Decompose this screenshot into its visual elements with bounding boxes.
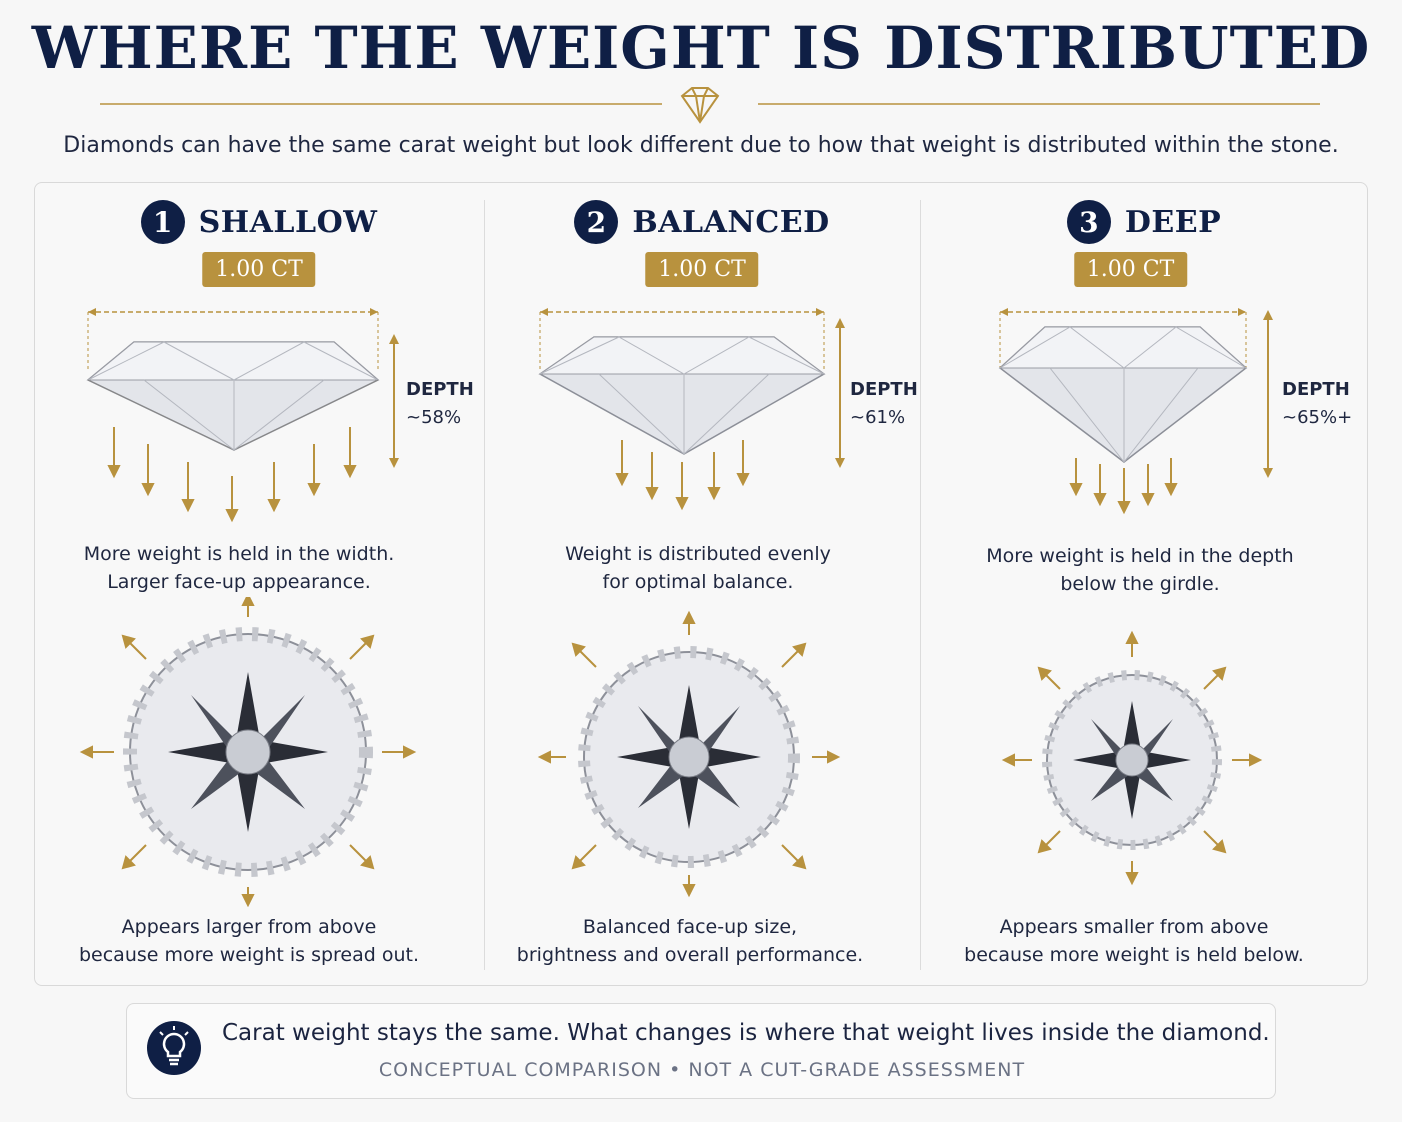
diamond-icon xyxy=(680,87,720,124)
side-caption-line: for optimal balance. xyxy=(602,571,794,593)
diamond-top-view xyxy=(1001,630,1263,886)
column-divider xyxy=(484,200,485,970)
side-caption-line: More weight is held in the width. xyxy=(83,543,395,565)
depth-value: ~65%+ xyxy=(1282,407,1353,428)
carat-badge: 1.00 CT xyxy=(645,252,759,287)
column-header: 1 SHALLOW xyxy=(34,200,484,244)
takeaway-text: Carat weight stays the same. What change… xyxy=(222,1020,1270,1046)
step-number-badge: 1 xyxy=(140,200,185,244)
column-title: BALANCED xyxy=(632,204,830,240)
diamond-side-view xyxy=(538,308,845,511)
depth-label: DEPTH xyxy=(406,379,474,400)
column-deep: 3 DEEP 1.00 CT DEPTH ~65%+ More weight i… xyxy=(920,182,1368,986)
column-header: 3 DEEP xyxy=(920,200,1368,244)
column-title: DEEP xyxy=(1124,204,1222,240)
top-caption: Appears smaller from above because more … xyxy=(910,913,1358,969)
side-caption: More weight is held in the width. Larger… xyxy=(14,540,464,596)
side-caption-line: Weight is distributed evenly xyxy=(565,543,831,565)
top-caption-line: Appears larger from above xyxy=(121,916,377,938)
column-header: 2 BALANCED xyxy=(484,200,920,244)
side-caption-line: Larger face-up appearance. xyxy=(107,571,371,593)
diamond-side-view xyxy=(86,308,399,523)
carat-badge: 1.00 CT xyxy=(202,252,316,287)
side-caption-line: More weight is held in the depth xyxy=(986,545,1294,567)
key-takeaway-box: Carat weight stays the same. What change… xyxy=(126,1003,1276,1099)
top-caption-line: Appears smaller from above xyxy=(999,916,1269,938)
depth-readout: DEPTH ~58% xyxy=(406,376,474,432)
step-number-badge: 3 xyxy=(1066,200,1111,244)
top-caption-line: because more weight is spread out. xyxy=(78,944,420,966)
column-title: SHALLOW xyxy=(198,204,378,240)
diamond-side-view xyxy=(998,308,1273,515)
side-caption: Weight is distributed evenly for optimal… xyxy=(480,540,916,596)
depth-label: DEPTH xyxy=(850,379,918,400)
diamond-top-view xyxy=(79,597,417,907)
diamond-top-view xyxy=(537,610,841,898)
top-caption: Appears larger from above because more w… xyxy=(24,913,474,969)
disclaimer-text: CONCEPTUAL COMPARISON • NOT A CUT-GRADE … xyxy=(378,1059,1026,1081)
top-caption-line: because more weight is held below. xyxy=(964,944,1304,966)
title-divider xyxy=(100,87,1320,124)
step-number-badge: 2 xyxy=(574,200,619,244)
column-divider xyxy=(920,200,921,970)
column-balanced: 2 BALANCED 1.00 CT DEPTH ~61% Weight is … xyxy=(484,182,920,986)
depth-readout: DEPTH ~65%+ xyxy=(1282,376,1352,432)
page-title: WHERE THE WEIGHT IS DISTRIBUTED xyxy=(31,14,1371,82)
depth-label: DEPTH xyxy=(1282,379,1350,400)
carat-badge: 1.00 CT xyxy=(1073,252,1188,287)
top-caption-line: brightness and overall performance. xyxy=(516,944,864,966)
top-caption: Balanced face-up size, brightness and ov… xyxy=(472,913,908,969)
subtitle: Diamonds can have the same carat weight … xyxy=(63,133,1339,158)
lightbulb-icon xyxy=(147,1021,201,1075)
side-caption-line: below the girdle. xyxy=(1060,573,1220,595)
column-shallow: 1 SHALLOW 1.00 CT DEPTH ~58% More weight… xyxy=(34,182,484,986)
side-caption: More weight is held in the depth below t… xyxy=(916,542,1364,598)
depth-readout: DEPTH ~61% xyxy=(850,376,918,432)
depth-value: ~61% xyxy=(850,407,906,428)
top-caption-line: Balanced face-up size, xyxy=(582,916,798,938)
depth-value: ~58% xyxy=(406,407,462,428)
